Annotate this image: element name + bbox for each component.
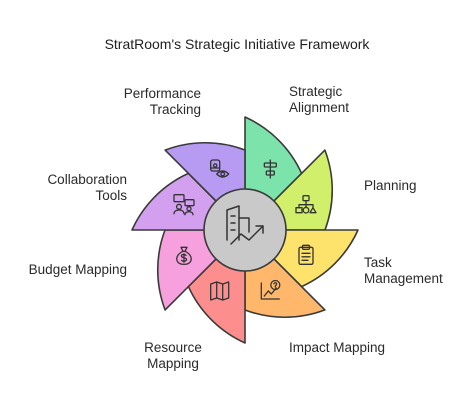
alignment-icon bbox=[263, 159, 277, 179]
label-budget-mapping: Budget Mapping bbox=[28, 262, 127, 277]
growth-building-icon bbox=[226, 205, 264, 245]
label-impact-mapping: Impact Mapping bbox=[289, 340, 386, 355]
money-bag-icon bbox=[176, 246, 192, 265]
monitoring-icon bbox=[210, 159, 230, 178]
map-icon bbox=[210, 281, 230, 301]
hierarchy-icon bbox=[295, 195, 317, 214]
center-hub bbox=[203, 188, 287, 272]
label-planning: Planning bbox=[364, 178, 417, 193]
team-chat-icon bbox=[173, 194, 195, 216]
clipboard-icon bbox=[298, 244, 314, 265]
page-title: StratRoom's Strategic Initiative Framewo… bbox=[104, 36, 370, 52]
chart-question-icon bbox=[260, 279, 281, 300]
